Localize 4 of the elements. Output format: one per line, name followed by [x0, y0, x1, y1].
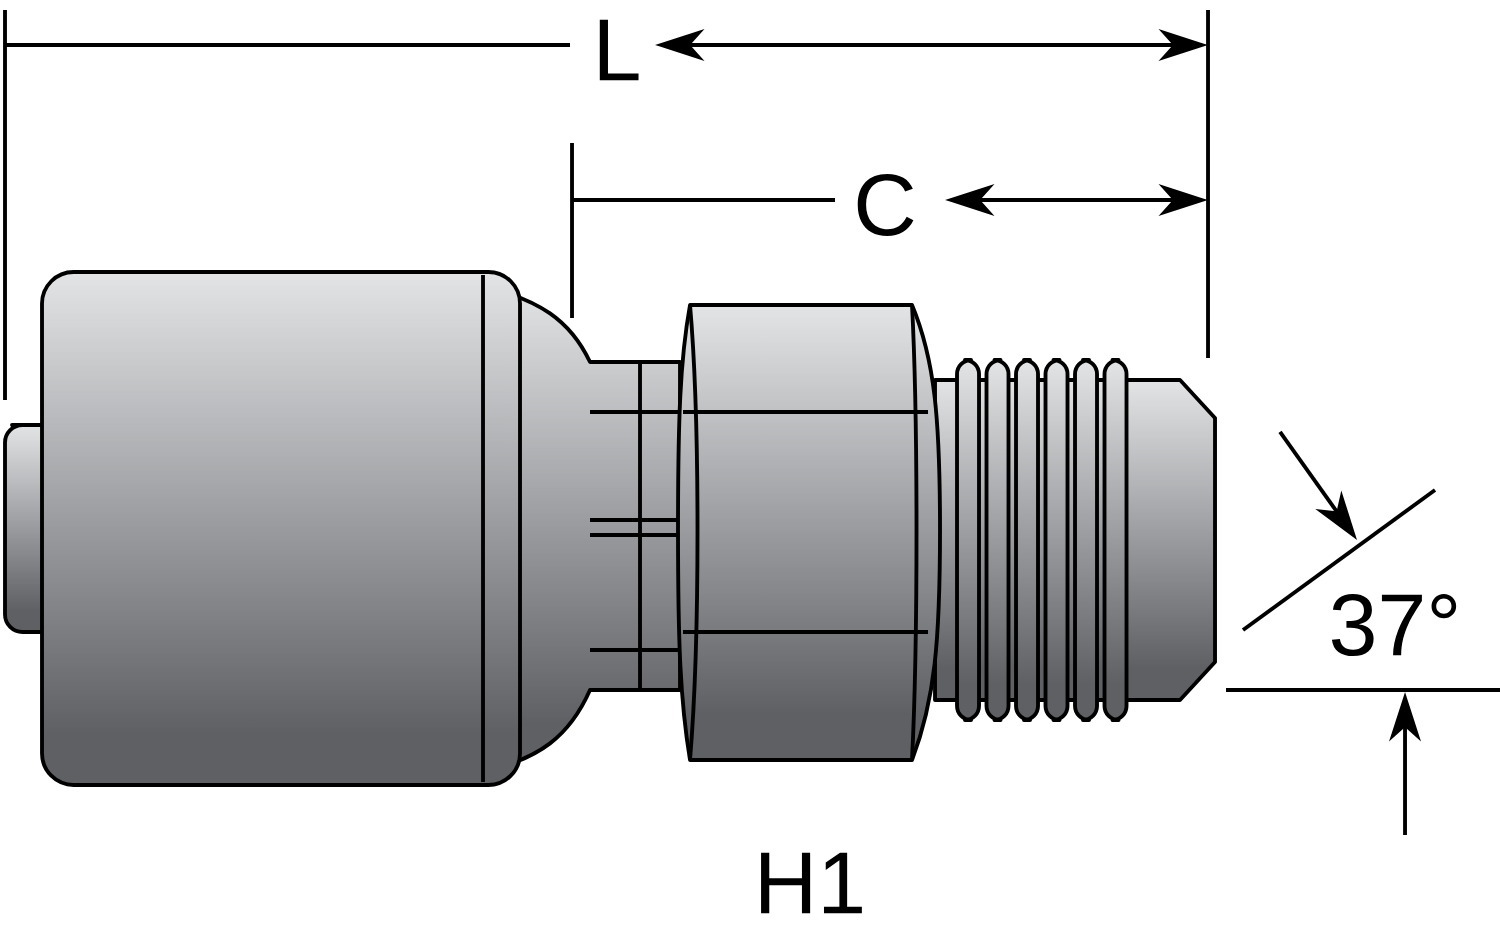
part-code: H1	[761, 852, 862, 914]
dimension-label: L	[599, 19, 639, 81]
dimension-label: C	[857, 173, 914, 237]
angle-label: 37°	[1331, 593, 1457, 657]
